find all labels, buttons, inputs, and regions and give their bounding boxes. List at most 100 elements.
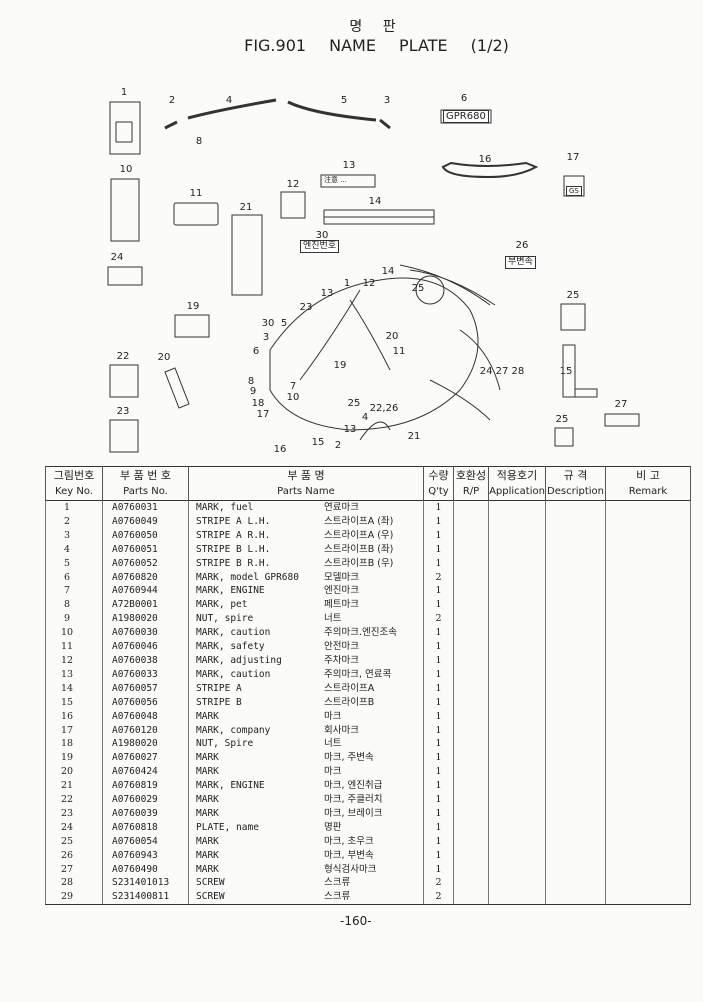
fuel-mark-plate — [109, 101, 141, 155]
description-cell — [545, 556, 606, 571]
part-no: S231400811 — [102, 890, 189, 906]
safety-mark — [173, 202, 219, 226]
application-cell — [488, 723, 546, 738]
application-cell — [488, 834, 546, 849]
callout-number: 17 — [256, 409, 270, 420]
mark-22 — [109, 364, 139, 398]
key-no: 1 — [45, 500, 103, 515]
application-cell — [488, 640, 546, 654]
key-no: 4 — [45, 542, 103, 557]
quantity: 1 — [423, 709, 454, 724]
remark-cell — [605, 556, 691, 571]
description-cell — [545, 500, 606, 515]
rp-cell — [453, 514, 489, 529]
rp-cell — [453, 500, 489, 515]
key-no: 14 — [45, 681, 103, 696]
rp-cell — [453, 876, 489, 891]
quantity: 1 — [423, 514, 454, 529]
remark-cell — [605, 584, 691, 599]
application-cell — [488, 765, 546, 780]
rp-cell — [453, 556, 489, 571]
quantity: 1 — [423, 765, 454, 780]
part-name-en: MARK, company — [196, 724, 271, 736]
table-row: 4 A0760051 STRIPE B L.H.스트라이프B (좌) 1 — [45, 542, 691, 557]
quantity: 2 — [423, 612, 454, 627]
part-name-ko: 마크 — [324, 766, 342, 778]
callout-number: 30 — [261, 318, 275, 329]
part-no: A0760050 — [102, 528, 189, 543]
description-cell — [545, 598, 606, 613]
rp-cell — [453, 806, 489, 821]
description-cell — [545, 806, 606, 821]
quantity: 2 — [423, 570, 454, 585]
header-en: Description — [547, 486, 604, 497]
callout-number: 26 — [515, 240, 529, 251]
part-name-ko: 마크, 브레이크 — [324, 807, 383, 819]
key-no: 24 — [45, 820, 103, 835]
application-cell — [488, 598, 546, 613]
quantity: 1 — [423, 653, 454, 668]
part-name-en: MARK — [196, 752, 219, 764]
quantity: 1 — [423, 806, 454, 821]
key-no: 9 — [45, 612, 103, 627]
remark-cell — [605, 820, 691, 835]
rp-cell — [453, 709, 489, 724]
company-label: GS — [566, 186, 582, 196]
part-name-ko: 너트 — [324, 613, 342, 625]
stripe-left — [164, 98, 277, 130]
header-ko: 부 품 명 — [287, 469, 325, 482]
part-no: A0760054 — [102, 834, 189, 849]
callout-number: 13 — [320, 288, 334, 299]
header-ko: 그림번호 — [53, 469, 95, 482]
rp-cell — [453, 834, 489, 849]
header-ko: 적용호기 — [496, 469, 538, 482]
mark-20 — [164, 367, 190, 409]
key-no: 7 — [45, 584, 103, 599]
page-number: -160- — [340, 914, 372, 928]
part-name-ko: 마크, 초우크 — [324, 835, 374, 847]
description-cell — [545, 876, 606, 891]
rp-cell — [453, 640, 489, 654]
part-name-en: STRIPE B — [196, 696, 242, 708]
header-en: Remark — [628, 486, 668, 497]
key-no: 11 — [45, 640, 103, 654]
callout-number: 15 — [311, 437, 325, 448]
callout-number: 2 — [334, 440, 342, 451]
part-name: STRIPE B 스트라이프B — [188, 695, 424, 710]
part-name: STRIPE B L.H.스트라이프B (좌) — [188, 542, 424, 557]
description-cell — [545, 737, 606, 752]
name-plate-24 — [107, 266, 143, 286]
application-cell — [488, 862, 546, 877]
application-cell — [488, 793, 546, 807]
callout-number: 20 — [157, 352, 171, 363]
part-name-en: MARK, ENGINE — [196, 585, 265, 597]
part-name-en: MARK, ENGINE — [196, 780, 265, 792]
callout-number: 24 — [110, 252, 124, 263]
callout-number: 12 — [362, 278, 376, 289]
rp-cell — [453, 890, 489, 906]
quantity: 1 — [423, 848, 454, 863]
title-korean: 명 판 — [349, 19, 404, 35]
key-no: 20 — [45, 765, 103, 780]
header-ko: 부 품 번 호 — [120, 469, 171, 482]
mark-23 — [109, 419, 139, 453]
callout-number: 15 — [559, 366, 573, 377]
rp-cell — [453, 820, 489, 835]
callout-number: 23 — [116, 406, 130, 417]
key-no: 18 — [45, 737, 103, 752]
table-row: 5 A0760052 STRIPE B R.H.스트라이프B (우) 1 — [45, 556, 691, 571]
part-name-ko: 스트라이프B — [324, 696, 375, 708]
part-no: A0760033 — [102, 667, 189, 682]
application-cell — [488, 500, 546, 515]
company-mark — [563, 175, 585, 197]
description-cell — [545, 542, 606, 557]
